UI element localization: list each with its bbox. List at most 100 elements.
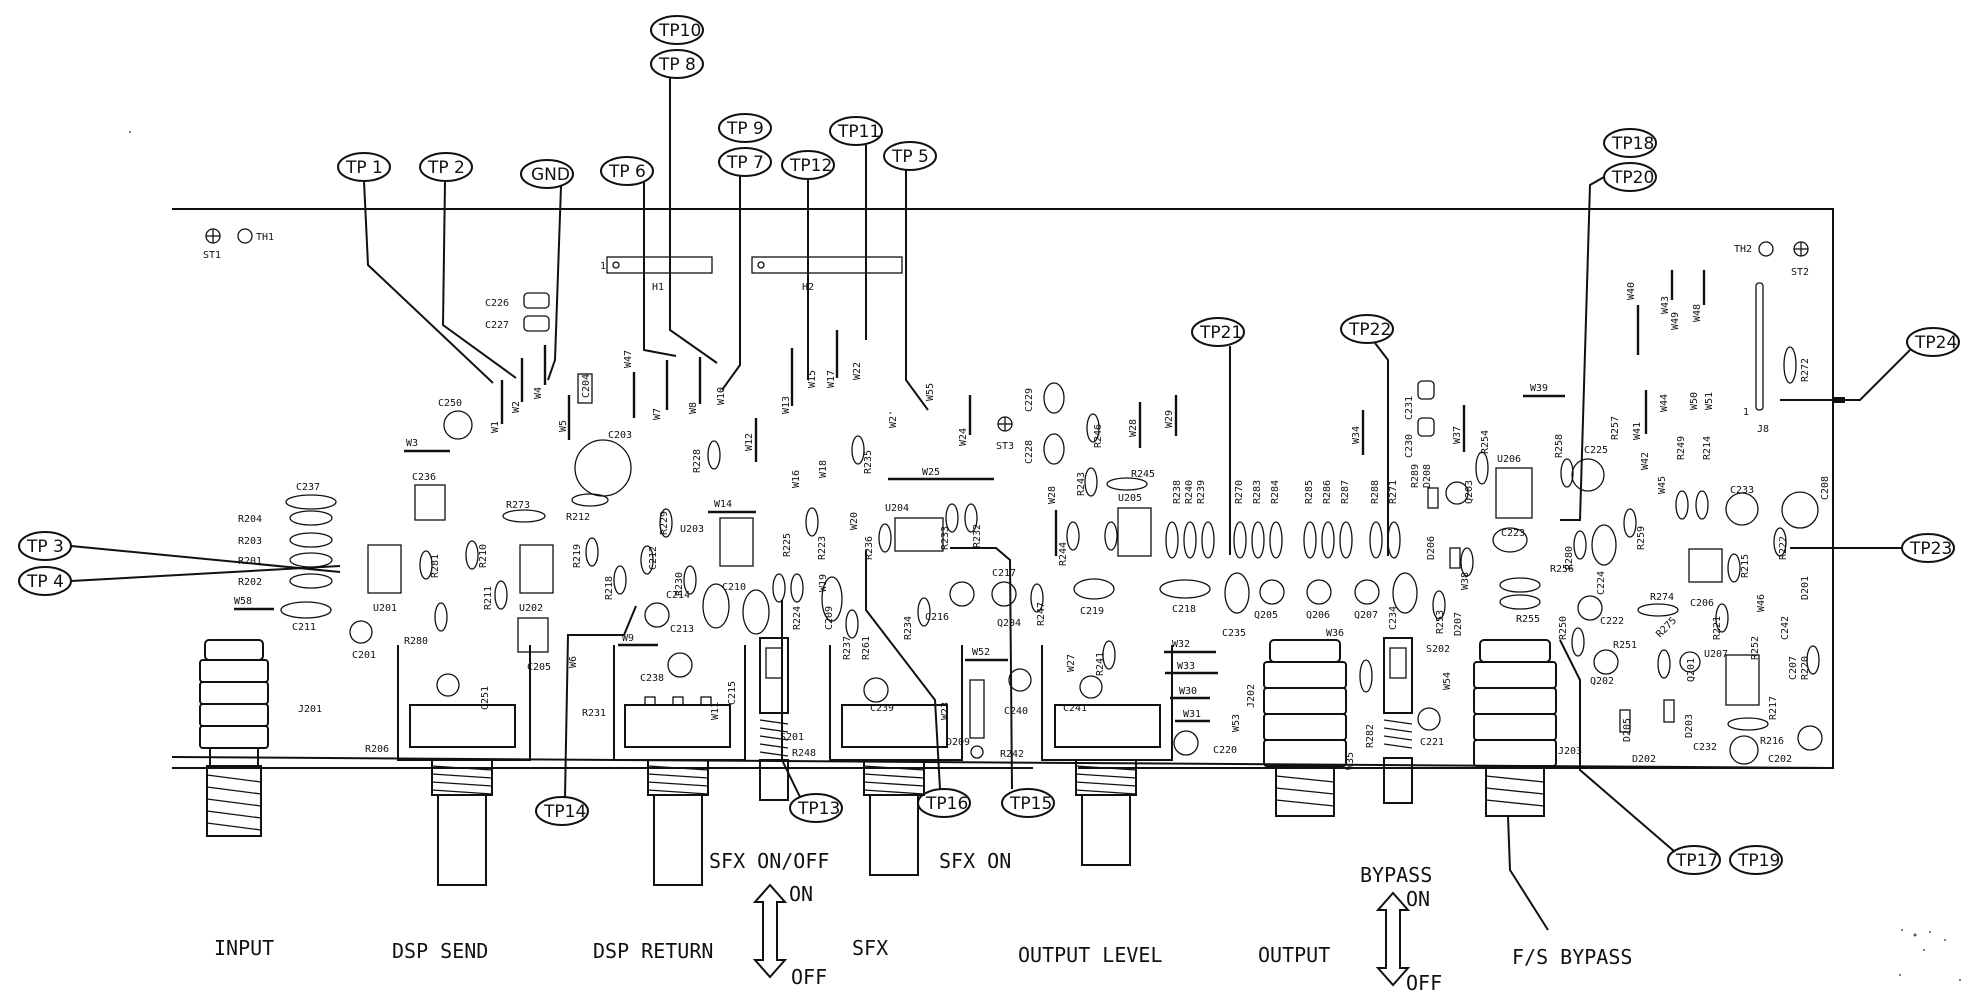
- u207-label: U207: [1704, 649, 1728, 660]
- u207-chip: [1725, 654, 1760, 706]
- caption-input: INPUT: [214, 936, 274, 960]
- svg-text:W47: W47: [623, 350, 634, 368]
- caption-on-1: ON: [789, 882, 813, 906]
- svg-text:R214: R214: [1702, 436, 1713, 460]
- svg-text:W46: W46: [1756, 594, 1767, 612]
- svg-text:W22: W22: [852, 362, 863, 380]
- caption-off-1: OFF: [791, 965, 827, 989]
- svg-text:R218: R218: [604, 576, 615, 600]
- w33-label: W33: [1177, 661, 1195, 672]
- r231-label: R231: [582, 708, 606, 719]
- tp18-callout: TP18: [1603, 128, 1657, 158]
- r212-label: R212: [566, 512, 590, 523]
- svg-text:R240: R240: [1184, 480, 1195, 504]
- st1-label: ST1: [203, 250, 221, 261]
- r201-label: R201: [238, 556, 262, 567]
- svg-text:W2: W2: [511, 401, 522, 413]
- svg-text:R258: R258: [1554, 434, 1565, 458]
- svg-text:C209: C209: [824, 606, 835, 630]
- tp1-callout: TP 1: [337, 152, 494, 384]
- u201-chip: [367, 544, 402, 594]
- svg-text:W28: W28: [1047, 486, 1058, 504]
- svg-text:TP12: TP12: [789, 156, 832, 176]
- svg-text:R282: R282: [1365, 724, 1376, 748]
- w39-label: W39: [1530, 383, 1548, 394]
- u205-label: U205: [1118, 493, 1142, 504]
- resistor-bank: [1165, 521, 1401, 559]
- svg-text:W8: W8: [688, 402, 699, 414]
- st1-mount-icon: [205, 228, 221, 244]
- svg-text:W5: W5: [558, 420, 569, 432]
- svg-text:TP22: TP22: [1348, 320, 1391, 340]
- u203-chip: [719, 517, 754, 567]
- svg-text:W24: W24: [958, 428, 969, 446]
- r280-label: R280: [404, 636, 428, 647]
- svg-text:C251: C251: [480, 686, 491, 710]
- svg-text:C228: C228: [1024, 440, 1035, 464]
- svg-text:W15: W15: [807, 370, 818, 388]
- w58-label: W58: [234, 596, 252, 607]
- j201-input-jack: [199, 639, 269, 837]
- svg-text:R247: R247: [1036, 602, 1047, 626]
- svg-text:D208: D208: [1422, 464, 1433, 488]
- r256-label: R256: [1550, 564, 1574, 575]
- caption-sfx: SFX: [852, 936, 888, 960]
- svg-text:W10: W10: [716, 387, 727, 405]
- j8-connector: [1755, 282, 1764, 411]
- r206-label: R206: [365, 744, 389, 755]
- r251-label: R251: [1613, 640, 1637, 651]
- u204-chip: [894, 517, 944, 552]
- svg-text:R289: R289: [1410, 464, 1421, 488]
- u205-chip: [1117, 507, 1152, 557]
- gnd-callout: GND: [520, 159, 574, 381]
- w36-label: W36: [1326, 628, 1344, 639]
- c237-cap: [285, 494, 337, 510]
- caption-fs-bypass: F/S BYPASS: [1512, 945, 1632, 969]
- tp21-callout: TP21: [1191, 317, 1245, 555]
- tp24-callout: TP24: [1780, 327, 1960, 401]
- svg-text:R271: R271: [1388, 480, 1399, 504]
- svg-text:C207: C207: [1788, 656, 1799, 680]
- svg-text:R286: R286: [1322, 480, 1333, 504]
- tp4-callout: TP 4: [18, 565, 341, 596]
- svg-text:W17: W17: [826, 370, 837, 388]
- svg-text:W16: W16: [791, 470, 802, 488]
- w30-label: W30: [1179, 686, 1197, 697]
- svg-text:C208: C208: [1820, 476, 1831, 500]
- svg-text:W2': W2': [888, 410, 899, 428]
- r272-label: R272: [1800, 358, 1811, 382]
- svg-text:W27: W27: [1066, 654, 1077, 672]
- st3-label: ST3: [996, 441, 1014, 452]
- h2-header: [751, 256, 903, 274]
- svg-text:R243: R243: [1076, 472, 1087, 496]
- svg-text:TP 8: TP 8: [658, 55, 696, 75]
- r273-label: R273: [506, 500, 530, 511]
- u203-label: U203: [680, 524, 704, 535]
- dsp-return-pot: [613, 645, 746, 886]
- c204-cap: [577, 373, 593, 404]
- th1-label: TH1: [256, 232, 274, 243]
- s201-label: S201: [780, 732, 804, 743]
- w52-label: W52: [972, 647, 990, 658]
- svg-text:W28: W28: [1128, 419, 1139, 437]
- svg-text:W7: W7: [652, 408, 663, 420]
- sfx-pot: [829, 645, 963, 876]
- svg-text:TP17: TP17: [1675, 851, 1718, 871]
- c206-cap: [1688, 548, 1723, 583]
- svg-text:C215: C215: [727, 681, 738, 705]
- h1-label: H1: [652, 282, 664, 293]
- tp20-callout: TP20: [1560, 162, 1657, 521]
- svg-text:R217: R217: [1768, 696, 1779, 720]
- j202-output-jack: [1263, 639, 1347, 817]
- u206-chip: [1495, 467, 1533, 519]
- svg-text:TP11: TP11: [837, 122, 880, 142]
- svg-text:TP20: TP20: [1611, 168, 1654, 188]
- tp19-callout: TP19: [1729, 845, 1783, 875]
- svg-text:R287: R287: [1340, 480, 1351, 504]
- w9-label: W9: [622, 633, 634, 644]
- c236-label: C236: [412, 472, 436, 483]
- c213-label: C213: [670, 624, 694, 635]
- th1-hole-icon: [237, 228, 253, 244]
- c227-label: C227: [485, 320, 509, 331]
- w25-label: W25: [922, 467, 940, 478]
